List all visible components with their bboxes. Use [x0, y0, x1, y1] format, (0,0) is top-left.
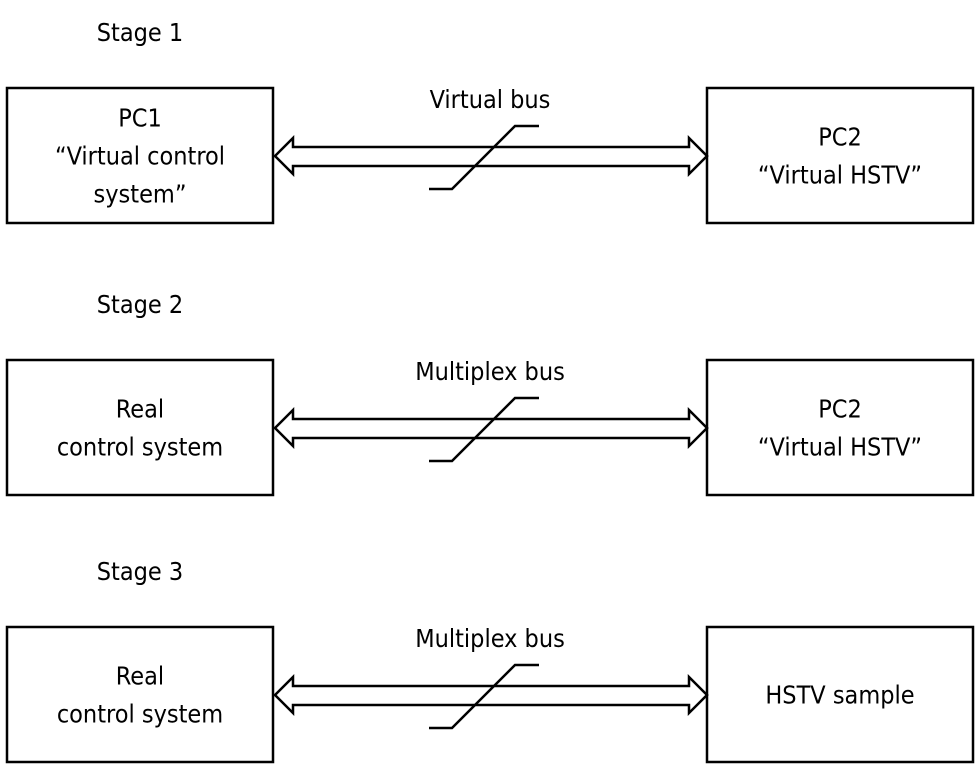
- left-box-line: control system: [57, 700, 223, 729]
- bus-label: Multiplex bus: [415, 624, 565, 653]
- left-box-line: “Virtual control: [55, 142, 225, 171]
- left-box: [5, 625, 275, 764]
- right-box-line: HSTV sample: [765, 681, 914, 710]
- double-arrow: [273, 673, 709, 717]
- bus-label: Multiplex bus: [415, 357, 565, 386]
- right-box-line: PC2: [818, 395, 862, 424]
- left-box-line: PC1: [118, 104, 162, 133]
- right-box-line: PC2: [818, 123, 862, 152]
- left-box-line: control system: [57, 433, 223, 462]
- stage-label: Stage 2: [97, 290, 183, 319]
- right-box: [705, 86, 975, 225]
- left-box-line: system”: [94, 180, 187, 209]
- right-box: [705, 625, 975, 764]
- bus-slash-mark: [429, 124, 539, 191]
- double-arrow: [273, 134, 709, 178]
- double-arrow: [273, 406, 709, 450]
- left-box: [5, 86, 275, 225]
- stage-2: Stage 2 Real control system PC2 “Virtual HST…: [5, 290, 975, 497]
- stage-label: Stage 3: [97, 557, 183, 586]
- left-box-line: Real: [116, 395, 164, 424]
- bus-slash-mark: [429, 396, 539, 463]
- left-box: [5, 358, 275, 497]
- stage-3: Stage 3 Real control system HSTV sample Mult…: [5, 557, 975, 764]
- right-box-line: “Virtual HSTV”: [758, 433, 922, 462]
- right-box: [705, 358, 975, 497]
- bus-label: Virtual bus: [430, 85, 551, 114]
- left-box-line: Real: [116, 662, 164, 691]
- bus-slash-mark: [429, 663, 539, 730]
- stage-1: Stage 1 PC1 “Virtual control system” PC2 “Vir…: [5, 18, 975, 225]
- right-box-line: “Virtual HSTV”: [758, 161, 922, 190]
- stage-label: Stage 1: [97, 18, 183, 47]
